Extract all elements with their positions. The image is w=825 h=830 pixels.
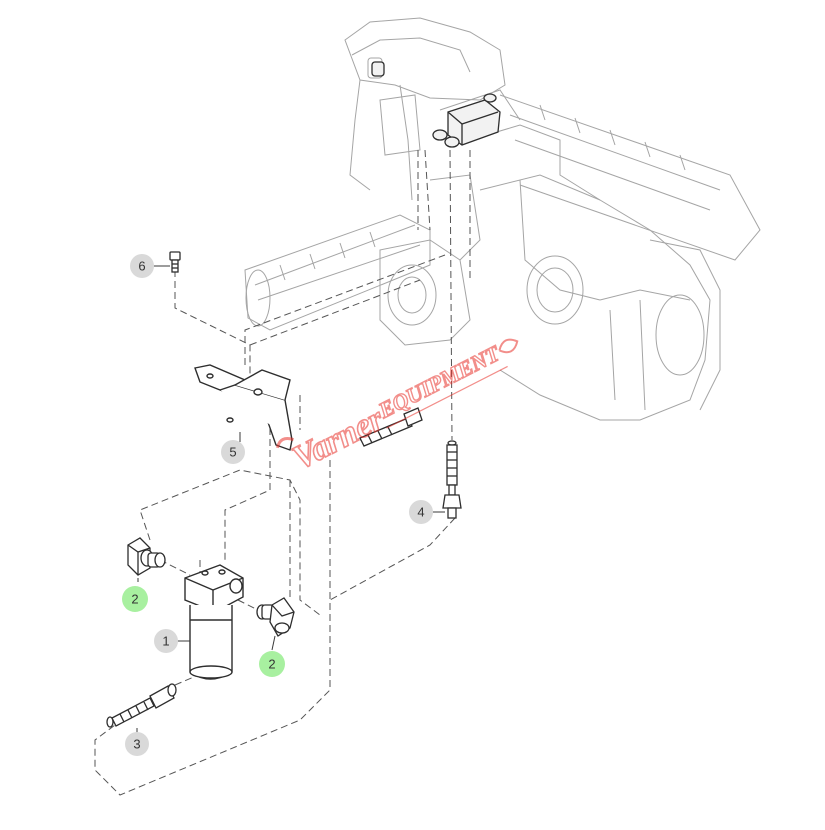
callout-leaders [136,265,445,733]
callout-label-6: 6 [138,259,145,274]
transmission-housing [244,17,761,421]
elbow-fitting-part-2-right [256,597,295,637]
callout-5: 5 [221,440,245,464]
control-valve-block [371,61,501,148]
callout-1: 1 [154,629,178,653]
callout-label-5: 5 [229,445,236,460]
callout-label-4: 4 [417,505,424,520]
elbow-fitting-part-2-left [127,537,166,576]
callout-bubble [221,440,245,464]
svg-text:Varner: Varner [287,400,390,477]
callout-2-left: 2 [122,586,148,612]
callout-label-2: 2 [268,657,275,672]
hose-fitting-part-4 [442,440,462,519]
callout-6: 6 [130,254,154,278]
callout-2-right: 2 [259,651,285,677]
mounting-bracket-part-5 [194,364,293,451]
filter-assembly-part-1 [184,564,244,680]
callout-bubble-highlight [122,586,148,612]
callout-bubble-highlight [259,651,285,677]
bolt-part-6 [169,251,181,273]
callout-4: 4 [409,500,433,524]
hose-fitting-part-3 [106,683,177,728]
callout-label-1: 1 [162,634,169,649]
callout-bubble [125,732,149,756]
svg-text:EQUIPMENT: EQUIPMENT [374,340,505,423]
callout-label-2: 2 [131,592,138,607]
watermark-logo: Varner EQUIPMENT [276,338,519,478]
callout-bubble [130,254,154,278]
callout-bubble [409,500,433,524]
callout-3: 3 [125,732,149,756]
callout-bubble [154,629,178,653]
callout-label-3: 3 [133,737,140,752]
